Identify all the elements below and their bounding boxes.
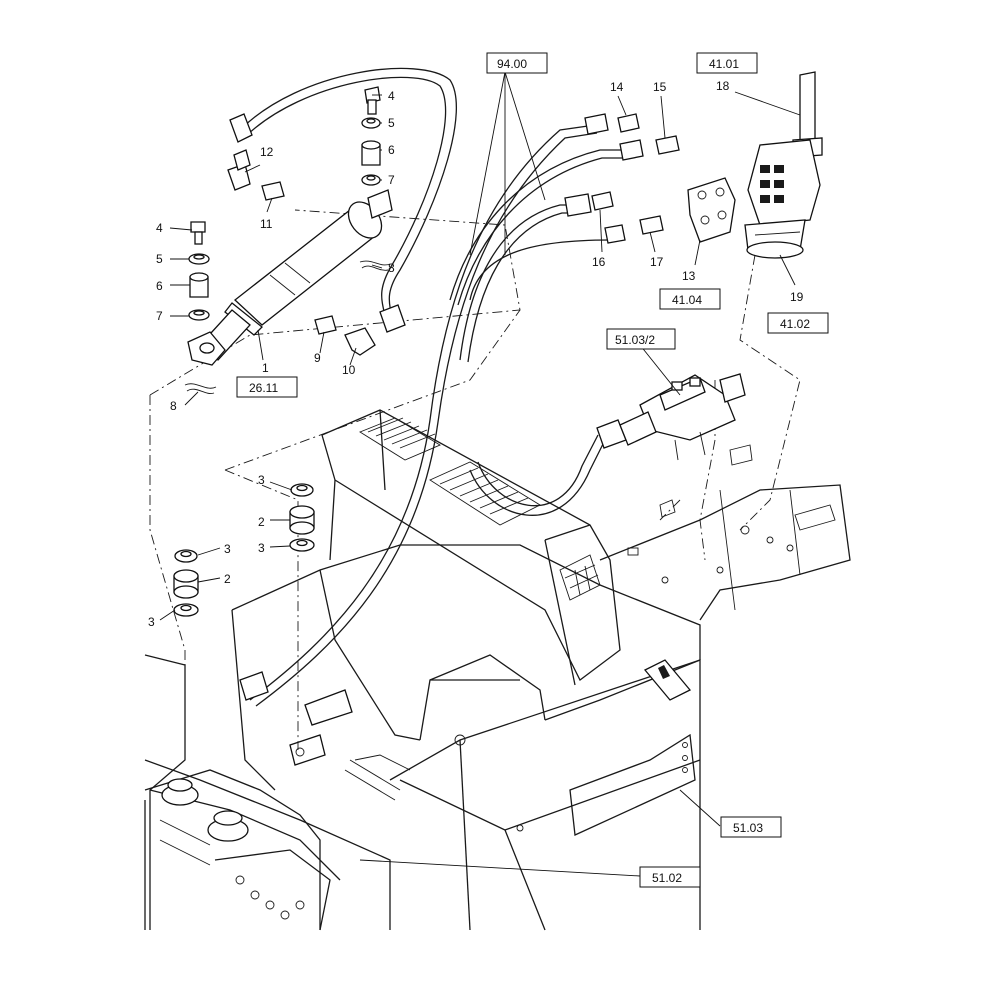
callout-9: 9 — [314, 351, 321, 365]
hardware-items — [173, 86, 391, 617]
ref-box-41-02: 41.02 — [767, 312, 829, 334]
callout-17: 17 — [650, 255, 664, 269]
callout-15: 15 — [653, 80, 667, 94]
ref-box-94-00: 94.00 — [486, 52, 548, 74]
svg-text:51.02: 51.02 — [652, 871, 682, 885]
callout-2: 2 — [258, 515, 265, 529]
leader-lines — [159, 71, 801, 877]
callout-5: 5 — [156, 252, 163, 266]
ref-box-51-03-2: 51.03/2 — [606, 328, 676, 350]
svg-text:26.11: 26.11 — [249, 381, 278, 395]
hydraulic-cylinder — [187, 189, 393, 366]
callout-6: 6 — [156, 279, 163, 293]
callout-numbers: 1 2 2 3 3 3 3 4 4 5 5 6 6 7 7 8 8 9 10 1… — [148, 79, 804, 629]
callout-2: 2 — [224, 572, 231, 586]
callout-3: 3 — [258, 473, 265, 487]
callout-18: 18 — [716, 79, 730, 93]
hydraulic-hoses — [239, 67, 630, 707]
callout-3: 3 — [224, 542, 231, 556]
callout-13: 13 — [682, 269, 696, 283]
svg-text:41.02: 41.02 — [780, 317, 810, 331]
ref-box-41-01: 41.01 — [696, 52, 758, 74]
grille-pattern — [367, 417, 529, 515]
svg-text:51.03/2: 51.03/2 — [615, 333, 655, 347]
callout-7: 7 — [388, 173, 395, 187]
ref-box-51-02: 51.02 — [639, 866, 701, 888]
svg-text:41.01: 41.01 — [709, 57, 739, 71]
valve-block — [687, 177, 736, 243]
steering-unit — [744, 71, 823, 259]
callout-1: 1 — [262, 361, 269, 375]
callout-16: 16 — [592, 255, 606, 269]
svg-text:51.03: 51.03 — [733, 821, 763, 835]
callout-4: 4 — [388, 89, 395, 103]
callout-4: 4 — [156, 221, 163, 235]
callout-5: 5 — [388, 116, 395, 130]
callout-8: 8 — [388, 261, 395, 275]
callout-3: 3 — [148, 615, 155, 629]
callout-8: 8 — [170, 399, 177, 413]
hose-fittings — [227, 113, 680, 701]
chassis-frame — [144, 409, 851, 931]
callout-6: 6 — [388, 143, 395, 157]
ref-box-26-11: 26.11 — [236, 376, 298, 398]
reference-boxes: 94.00 41.01 41.04 41.02 26.11 51.03/2 51… — [236, 52, 829, 888]
callout-19: 19 — [790, 290, 804, 304]
callout-7: 7 — [156, 309, 163, 323]
callout-14: 14 — [610, 80, 624, 94]
control-valve — [619, 373, 746, 461]
ref-box-41-04: 41.04 — [659, 288, 721, 310]
ref-box-51-03: 51.03 — [720, 816, 782, 838]
callout-10: 10 — [342, 363, 356, 377]
callout-11: 11 — [260, 217, 273, 231]
svg-text:41.04: 41.04 — [672, 293, 702, 307]
svg-text:94.00: 94.00 — [497, 57, 527, 71]
callout-3: 3 — [258, 541, 265, 555]
callout-12: 12 — [260, 145, 274, 159]
